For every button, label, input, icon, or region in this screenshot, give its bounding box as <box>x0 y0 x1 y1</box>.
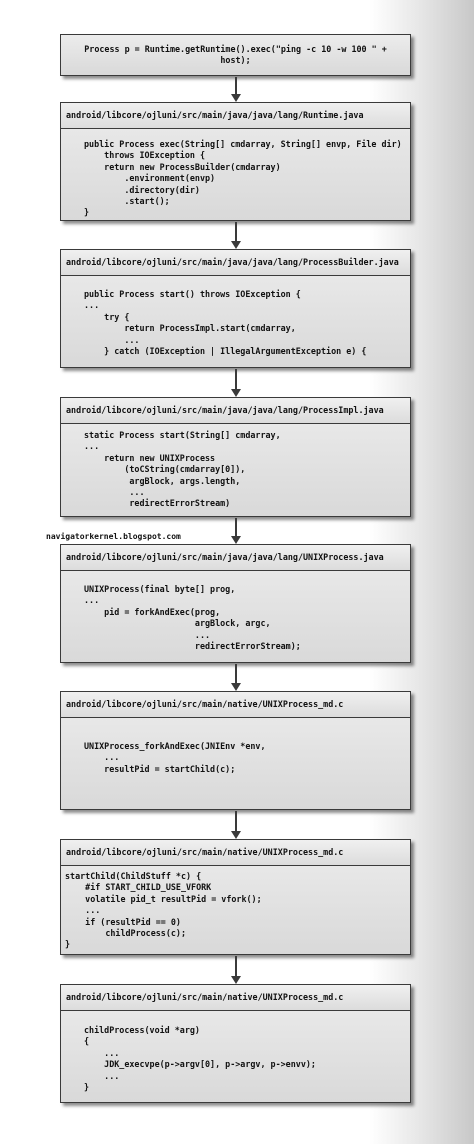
file-path-title: android/libcore/ojluni/src/main/java/jav… <box>61 103 410 129</box>
arrow-line <box>235 664 237 683</box>
arrow-line <box>235 77 237 94</box>
code-snippet: public Process exec(String[] cmdarray, S… <box>84 139 402 218</box>
unixprocess-md-c-box-childprocess: android/libcore/ojluni/src/main/native/U… <box>60 984 411 1103</box>
file-path-title: android/libcore/ojluni/src/main/java/jav… <box>61 398 410 424</box>
arrow-line <box>235 369 237 389</box>
code-snippet: public Process start() throws IOExceptio… <box>84 289 367 357</box>
file-path-title: android/libcore/ojluni/src/main/java/jav… <box>61 545 410 571</box>
code-snippet: static Process start(String[] cmdarray, … <box>84 430 281 509</box>
arrow-head <box>231 976 241 984</box>
arrow-head <box>231 389 241 397</box>
code-snippet: UNIXProcess_forkAndExec(JNIEnv *env, ...… <box>84 741 266 774</box>
arrow-line <box>235 811 237 831</box>
file-path-title: android/libcore/ojluni/src/main/native/U… <box>61 840 410 866</box>
arrow-head <box>231 94 241 102</box>
call-site-box: Process p = Runtime.getRuntime().exec("p… <box>60 34 411 76</box>
code-snippet: childProcess(void *arg) { ... JDK_execvp… <box>84 1025 316 1093</box>
unixprocess-md-c-box-startchild: android/libcore/ojluni/src/main/native/U… <box>60 839 411 955</box>
call-site-code: Process p = Runtime.getRuntime().exec("p… <box>84 44 387 66</box>
file-path-title: android/libcore/ojluni/src/main/native/U… <box>61 985 410 1011</box>
blog-watermark: navigatorkernel.blogspot.com <box>46 532 181 541</box>
code-snippet: UNIXProcess(final byte[] prog, ... pid =… <box>84 584 301 652</box>
unixprocess-md-c-box-forkandexec: android/libcore/ojluni/src/main/native/U… <box>60 691 411 810</box>
processbuilder-java-box: android/libcore/ojluni/src/main/java/jav… <box>60 249 411 368</box>
arrow-line <box>235 222 237 241</box>
file-path-title: android/libcore/ojluni/src/main/native/U… <box>61 692 410 718</box>
arrow-head <box>231 536 241 544</box>
arrow-head <box>231 683 241 691</box>
runtime-java-box: android/libcore/ojluni/src/main/java/jav… <box>60 102 411 221</box>
processimpl-java-box: android/libcore/ojluni/src/main/java/jav… <box>60 397 411 517</box>
arrow-line <box>235 956 237 976</box>
file-path-title: android/libcore/ojluni/src/main/java/jav… <box>61 250 410 276</box>
code-snippet: startChild(ChildStuff *c) { #if START_CH… <box>65 871 262 950</box>
arrow-head <box>231 831 241 839</box>
arrow-line <box>235 518 237 537</box>
arrow-head <box>231 241 241 249</box>
unixprocess-java-box: android/libcore/ojluni/src/main/java/jav… <box>60 544 411 663</box>
